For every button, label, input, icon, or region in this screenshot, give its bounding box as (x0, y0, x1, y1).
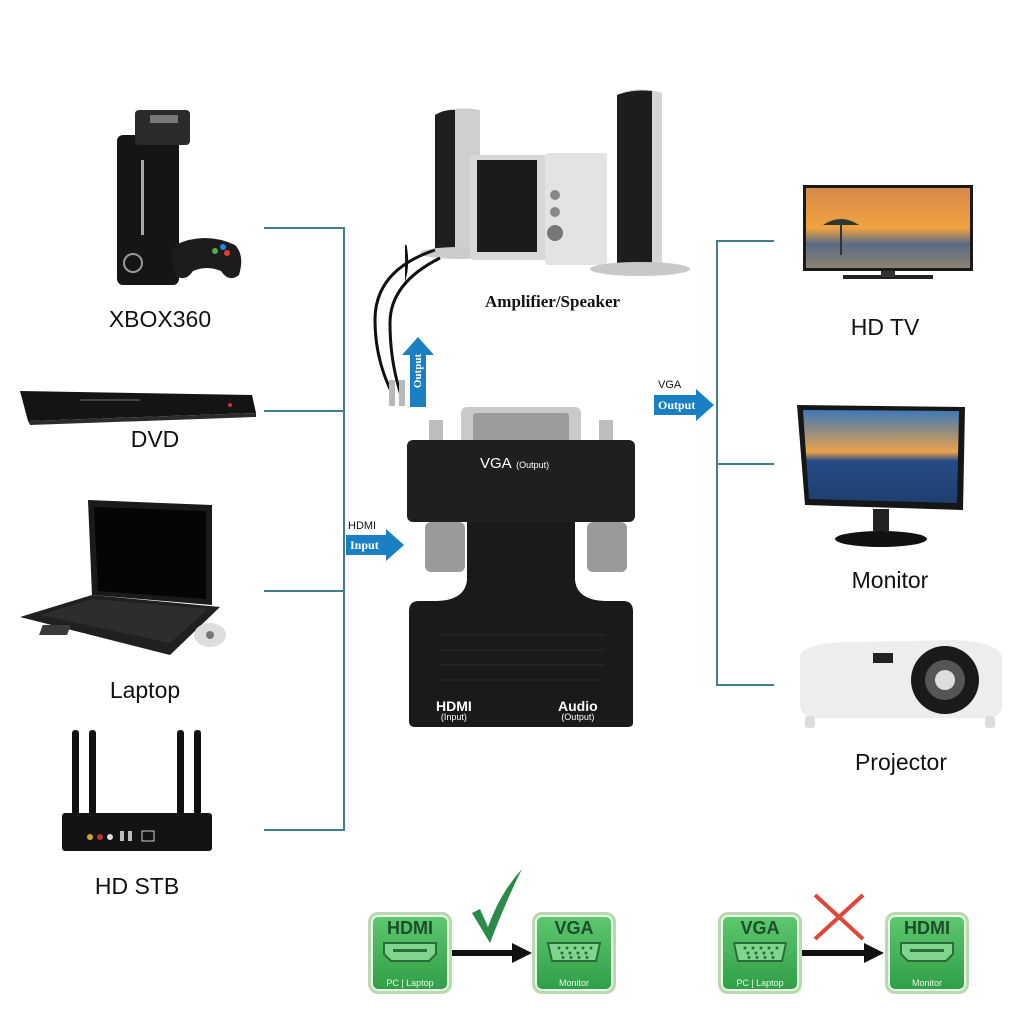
connector-xbox360 (264, 227, 344, 229)
source-label-xbox360: XBOX360 (108, 306, 212, 332)
badge-subtitle: Monitor (911, 978, 942, 988)
hd-tv-image (803, 185, 973, 279)
vga-output-caption: VGA (658, 379, 682, 391)
badge-title: HDMI (904, 918, 950, 938)
source-label-laptop: Laptop (109, 677, 181, 703)
hdmi-input-caption: HDMI (348, 520, 377, 532)
connector-monitor (716, 463, 774, 465)
connector-hd-stb (264, 829, 344, 831)
audio-output-arrow (402, 337, 434, 407)
badge-title: VGA (554, 918, 594, 938)
hdmi-input-arrow (346, 529, 404, 561)
amplifier-speaker-label: Amplifier/Speaker (485, 292, 621, 311)
monitor-image (797, 405, 965, 547)
vga-output-arrow (654, 389, 714, 421)
display-label-monitor: Monitor (851, 567, 929, 593)
hdmi-port-icon (383, 942, 437, 962)
connector-laptop (264, 590, 344, 592)
amplifier-speaker-image (405, 89, 690, 282)
compat-from-hdmi-badge: HDMI PC | Laptop (368, 912, 452, 994)
xbox360-image (117, 110, 242, 285)
source-bus-line (343, 227, 345, 831)
badge-title: HDMI (387, 918, 433, 938)
adapter-label-audio: Audio (Output) (558, 699, 598, 722)
adapter-label-hdmi: HDMI (Input) (436, 699, 472, 722)
projector-image (800, 640, 1002, 728)
vga-output-arrow-text: Output (658, 398, 696, 412)
source-label-hd-stb: HD STB (94, 873, 180, 899)
compat-to-hdmi-badge: HDMI Monitor (885, 912, 969, 994)
connector-projector (716, 684, 774, 686)
display-label-hd-tv: HD TV (850, 314, 920, 340)
audio-output-arrow-text: Output (412, 353, 424, 389)
adapter-hdmi-text: HDMI (436, 698, 472, 714)
compat-to-vga-badge: VGA Monitor (532, 912, 616, 994)
vga-port-icon (547, 942, 601, 962)
compat-arrow-2 (802, 943, 884, 963)
hdmi-vga-adapter-image (407, 407, 635, 727)
audio-cable-image (373, 248, 441, 406)
adapter-label-vga: VGA (Output) (480, 455, 549, 473)
adapter-hdmi-sub: (Input) (440, 712, 467, 722)
connector-dvd (264, 410, 344, 412)
hd-stb-image (62, 730, 212, 851)
laptop-image (20, 500, 226, 655)
adapter-vga-sub: (Output) (516, 460, 550, 470)
badge-subtitle: Monitor (558, 978, 589, 988)
badge-subtitle: PC | Laptop (736, 978, 784, 988)
compat-from-vga-badge: VGA PC | Laptop (718, 912, 802, 994)
display-label-projector: Projector (854, 749, 948, 775)
dvd-player-image (20, 391, 256, 425)
connector-hd-tv (716, 240, 774, 242)
compat-arrow-1 (452, 943, 532, 963)
checkmark-icon (472, 869, 522, 943)
hdmi-input-arrow-text: Input (350, 538, 379, 552)
source-label-dvd: DVD (130, 426, 180, 452)
badge-subtitle: PC | Laptop (386, 978, 434, 988)
hdmi-port-icon (900, 942, 954, 962)
vga-port-icon (733, 942, 787, 962)
badge-title: VGA (740, 918, 780, 938)
cross-icon (813, 893, 865, 941)
adapter-audio-text: Audio (558, 698, 598, 714)
adapter-vga-text: VGA (480, 455, 512, 472)
adapter-audio-sub: (Output) (561, 712, 595, 722)
